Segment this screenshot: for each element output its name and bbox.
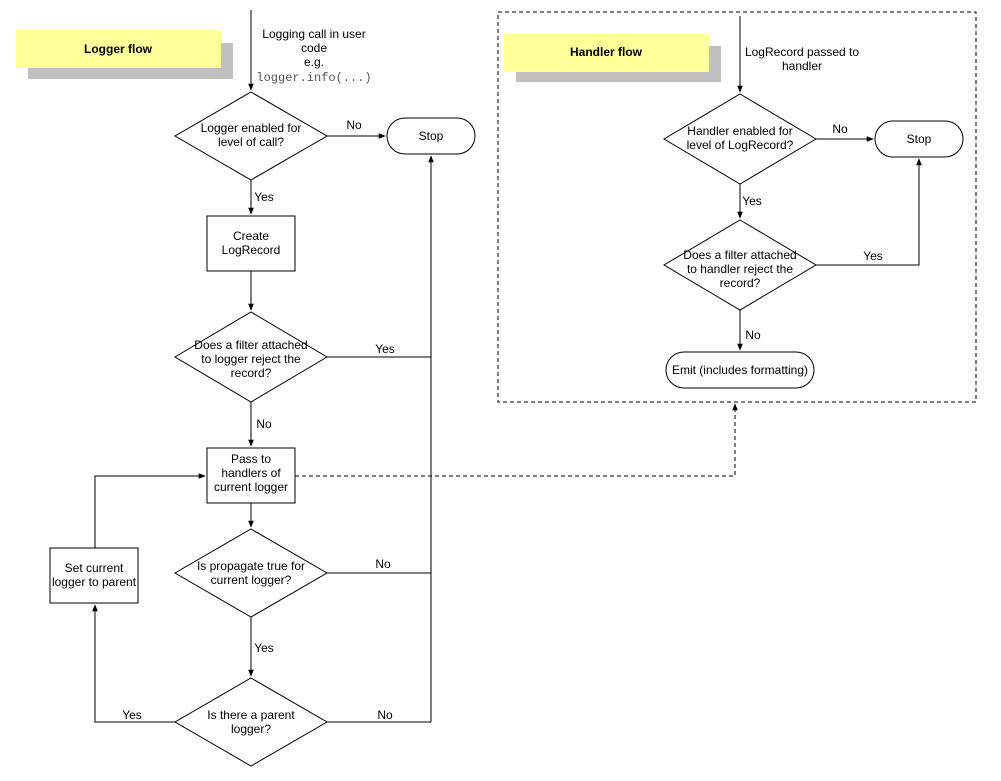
svg-text:Emit (includes formatting): Emit (includes formatting) (672, 363, 808, 377)
label-yes: Yes (375, 342, 395, 356)
label-no: No (346, 118, 362, 132)
label-yes: Yes (254, 641, 274, 655)
svg-text:current logger?: current logger? (211, 573, 292, 587)
decision-parent (174, 677, 328, 767)
handler-flow-container (497, 11, 977, 403)
svg-text:level of LogRecord?: level of LogRecord? (687, 138, 794, 152)
handler-flow-note: Handler flow (504, 34, 721, 82)
svg-text:LogRecord passed to: LogRecord passed to (745, 45, 859, 59)
label-yes: Yes (254, 190, 274, 204)
logger-entry-text: Logging call in user code e.g. logger.in… (256, 27, 371, 85)
handler-stop-terminal (874, 120, 964, 158)
svg-text:Does a filter attached: Does a filter attached (683, 248, 796, 262)
svg-text:logger to parent: logger to parent (52, 575, 137, 589)
label-yes: Yes (863, 249, 883, 263)
logger-flow-note: Logger flow (16, 30, 233, 79)
label-no: No (745, 328, 761, 342)
code-example: logger.info(...) (256, 71, 371, 85)
svg-text:Stop: Stop (419, 129, 444, 143)
svg-text:Is propagate true for: Is propagate true for (197, 559, 305, 573)
svg-text:record?: record? (231, 366, 272, 380)
label-no: No (377, 708, 393, 722)
svg-text:Create: Create (233, 229, 269, 243)
svg-text:Set current: Set current (65, 561, 124, 575)
logger-flow-title: Logger flow (84, 42, 153, 56)
label-yes: Yes (122, 708, 142, 722)
svg-text:code: code (301, 41, 327, 55)
label-yes: Yes (742, 194, 762, 208)
svg-text:Does a filter attached: Does a filter attached (194, 338, 307, 352)
handler-entry-text: LogRecord passed to handler (745, 45, 859, 73)
svg-text:Pass to: Pass to (231, 452, 271, 466)
svg-text:handler: handler (782, 59, 822, 73)
svg-text:Logging call in user: Logging call in user (262, 27, 365, 41)
set-current-logger-box (49, 547, 139, 604)
label-no: No (375, 557, 391, 571)
svg-text:logger?: logger? (231, 722, 271, 736)
svg-text:record?: record? (720, 276, 761, 290)
svg-text:Stop: Stop (907, 132, 932, 146)
label-no: No (832, 122, 848, 136)
svg-text:Handler enabled for: Handler enabled for (687, 124, 792, 138)
svg-text:to handler reject the: to handler reject the (687, 262, 793, 276)
handler-link-dashed (295, 403, 738, 477)
svg-text:e.g.: e.g. (304, 55, 324, 69)
stop-terminal (386, 117, 476, 155)
svg-text:handlers of: handlers of (221, 466, 281, 480)
emit-terminal (665, 351, 815, 389)
label-no: No (256, 417, 272, 431)
svg-text:Logger enabled for: Logger enabled for (201, 121, 302, 135)
svg-text:LogRecord: LogRecord (222, 243, 281, 257)
handler-flow-title: Handler flow (570, 45, 643, 59)
svg-text:Is there a parent: Is there a parent (207, 708, 295, 722)
svg-text:to logger reject the: to logger reject the (201, 352, 301, 366)
svg-text:level of call?: level of call? (218, 135, 284, 149)
svg-text:current logger: current logger (214, 480, 288, 494)
